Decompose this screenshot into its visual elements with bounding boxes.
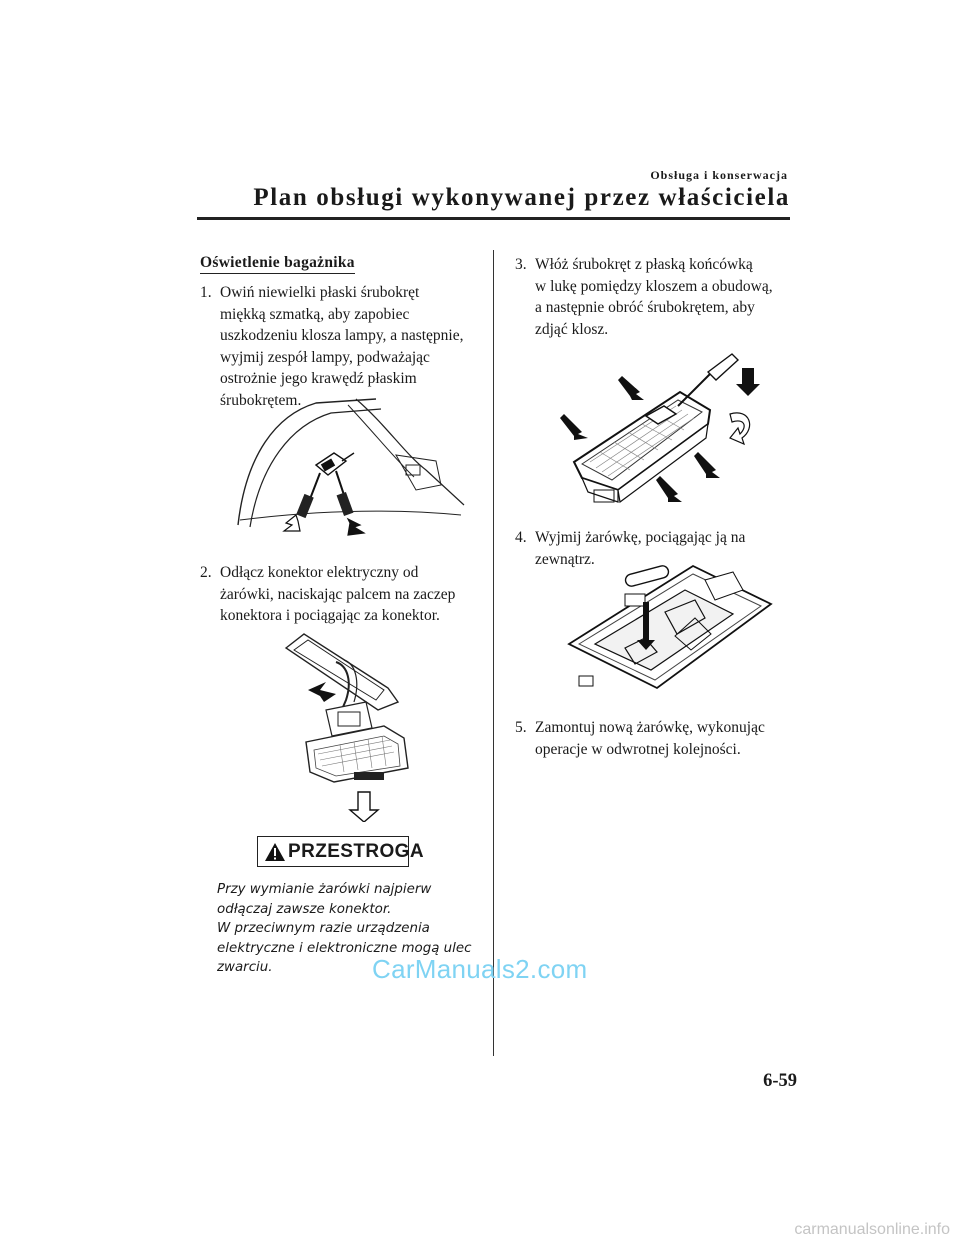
footer-watermark: carmanualsonline.info [794,1221,950,1238]
arrow-icon [637,602,655,650]
step-number: 1. [200,284,212,301]
header-section-label: Obsługa i konserwacja [650,168,788,182]
illustration-lens-removal [560,353,760,504]
arrow-icon [656,476,682,502]
page-number: 6-59 [763,1071,797,1091]
warning-triangle-icon [265,843,285,861]
step-text: Zamontuj nową żarówkę, wykonując operacj… [535,719,765,758]
watermark: CarManuals2.com [372,954,588,984]
illustration-lamp-removal [237,398,465,536]
arrow-icon [348,791,380,822]
arrow-icon [308,682,336,702]
column-divider [493,250,494,1056]
arrow-icon [618,376,644,400]
step-text: Odłącz konektor elektryczny od żarówki, … [220,564,456,624]
arrow-icon [560,414,588,440]
illustration-bulb-removal [567,564,773,690]
step-text: Włóż śrubokręt z płaską końcówką w lukę … [535,256,773,338]
section-heading: Oświetlenie bagażnika [200,254,355,274]
page-title: Plan obsługi wykonywanej przez właścicie… [253,184,790,211]
step-number: 2. [200,564,212,581]
arrow-icon [694,452,720,478]
arrow-icon [282,513,301,532]
illustration-connector [284,633,409,822]
caution-text: Przy wymianie żarówki najpierw odłączaj … [217,882,472,975]
arrow-icon [346,517,366,536]
step-text: Owiń niewielki płaski śrubokręt miękką s… [220,284,464,409]
step-number: 4. [515,529,527,546]
caution-label: PRZESTROGA [288,840,424,862]
step-number: 5. [515,719,527,736]
caution-box: PRZESTROGA [257,836,424,867]
step-number: 3. [515,256,527,273]
header-rule [197,217,790,220]
step-text: Wyjmij żarówkę, pociągając ją na zewnątr… [535,529,746,568]
arrow-icon [736,368,760,396]
arrow-icon [729,412,751,446]
